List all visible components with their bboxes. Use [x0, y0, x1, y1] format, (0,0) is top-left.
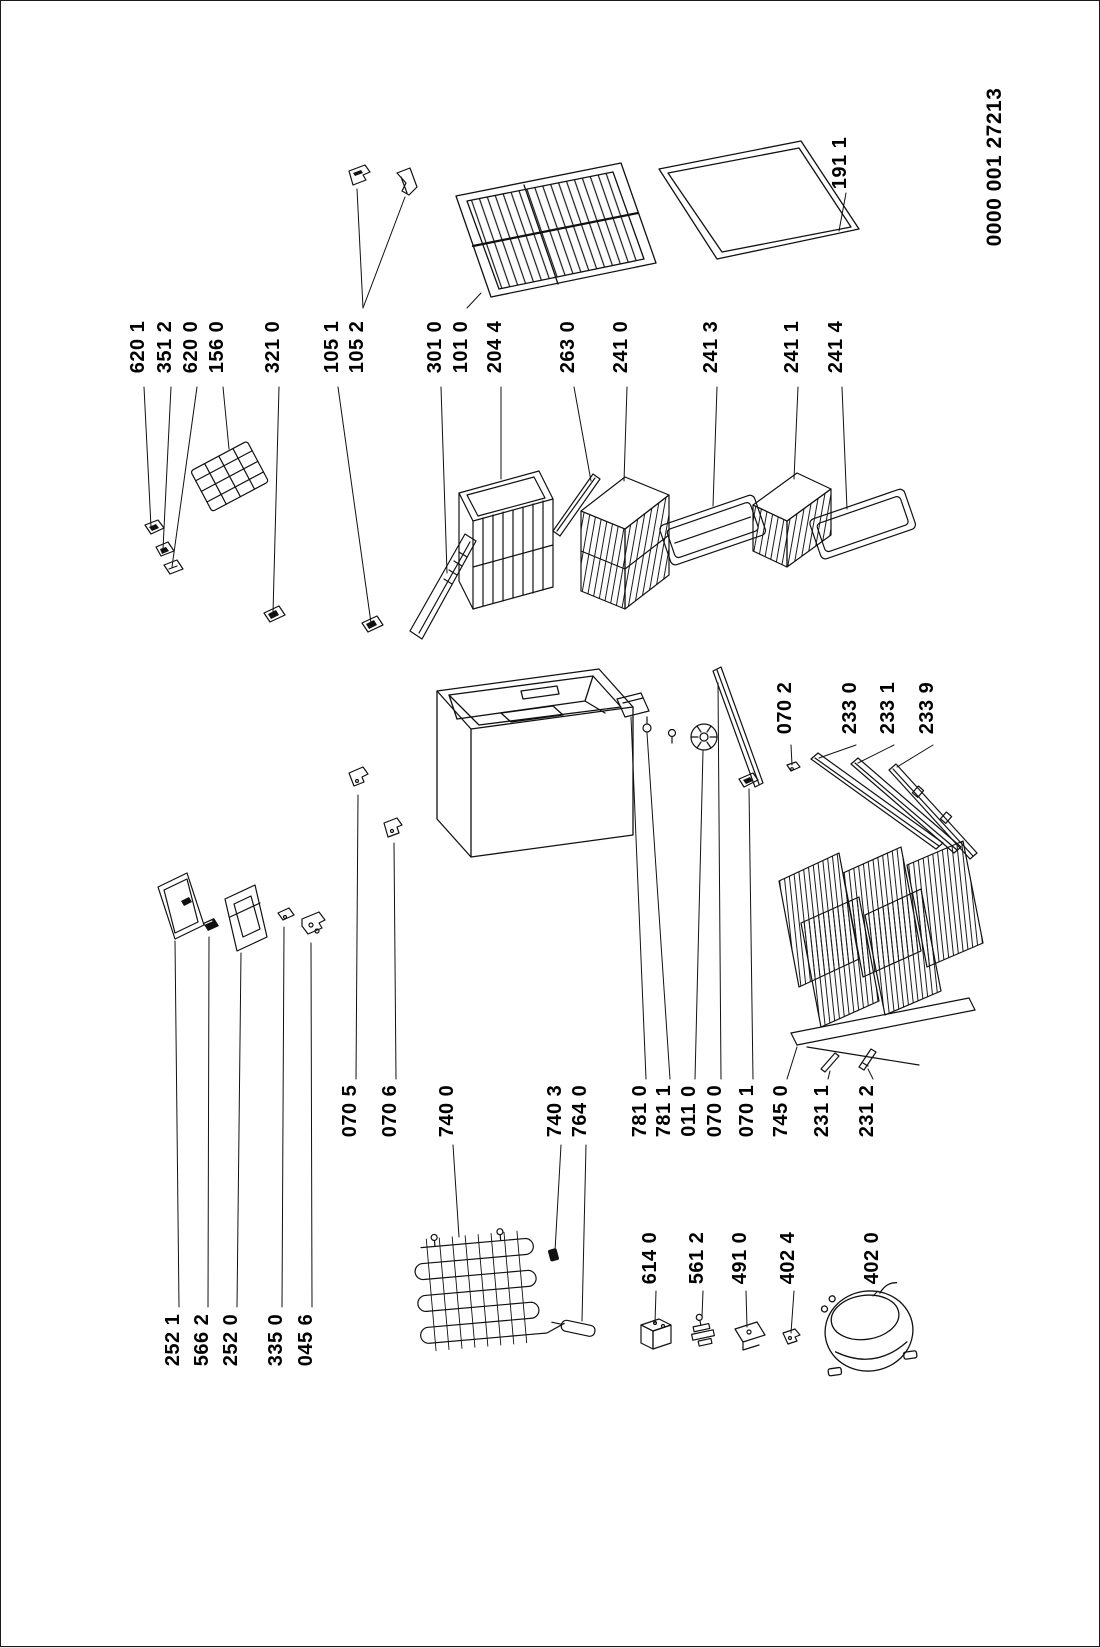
part-745-0-wire-rack	[778, 840, 984, 1066]
part-045-6-bracket	[301, 911, 326, 935]
label-321-0: 321 0	[262, 321, 284, 374]
label-045-6: 045 6	[295, 1314, 317, 1367]
label-241-3: 241 3	[700, 321, 722, 374]
label-351-2: 351 2	[154, 321, 176, 374]
part-252-0-hinge-bracket	[224, 884, 268, 952]
part-566-2-clip	[203, 918, 219, 931]
label-740-3: 740 3	[544, 1085, 566, 1138]
label-263-0: 263 0	[557, 321, 579, 374]
part-105-1-corner-cap	[361, 615, 384, 633]
label-614-0: 614 0	[639, 1232, 661, 1285]
part-101-0-grid-lid	[455, 162, 657, 298]
part-070-6-bracket	[383, 817, 403, 838]
label-070-0: 070 0	[704, 1085, 726, 1138]
label-105-1: 105 1	[321, 321, 343, 374]
label-764-0: 764 0	[569, 1085, 591, 1138]
label-740-0: 740 0	[436, 1085, 458, 1138]
label-241-1: 241 1	[781, 321, 803, 374]
label-011-0: 011 0	[678, 1085, 700, 1136]
label-781-1: 781 1	[653, 1085, 675, 1138]
label-233-1: 233 1	[877, 682, 899, 735]
label-491-0: 491 0	[729, 1232, 751, 1285]
label-566-2: 566 2	[191, 1314, 213, 1367]
part-070-0-corner-trim	[712, 666, 764, 788]
part-241-0-wire-basket	[580, 476, 670, 610]
label-561-2: 561 2	[686, 1232, 708, 1285]
part-156-0-ice-tray	[190, 441, 269, 512]
part-614-0-relay	[640, 1318, 672, 1350]
leader-lines	[143, 188, 934, 1334]
part-labels: 0000 001 27213 191 1 620 1 351 2 620 0 1…	[127, 88, 1006, 1367]
label-105-2: 105 2	[346, 321, 368, 374]
part-105-2-hinge-brackets	[348, 164, 418, 196]
label-252-0: 252 0	[220, 1314, 242, 1367]
label-204-4: 204 4	[484, 320, 506, 373]
label-070-2: 070 2	[774, 682, 796, 735]
label-781-0: 781 0	[629, 1085, 651, 1138]
label-070-5: 070 5	[339, 1085, 361, 1138]
label-070-1: 070 1	[736, 1085, 758, 1138]
part-402-0-compressor	[820, 1282, 918, 1377]
part-231-1-slat	[820, 1052, 840, 1073]
label-241-0: 241 0	[610, 321, 632, 374]
part-cabinet-body	[436, 668, 634, 858]
part-740-3-grommet	[548, 1248, 559, 1262]
label-231-1: 231 1	[811, 1085, 833, 1138]
part-351-2-bushing	[155, 541, 175, 557]
part-233-9-trim-strip	[888, 763, 978, 860]
part-335-0-pin	[277, 907, 295, 921]
part-491-0-bracket	[734, 1321, 766, 1351]
part-764-0-thermostat-bulb	[551, 1319, 596, 1337]
label-335-0: 335 0	[265, 1314, 287, 1367]
label-233-9: 233 9	[916, 682, 938, 735]
part-321-0-corner-cap	[263, 605, 286, 623]
label-233-0: 233 0	[839, 682, 861, 735]
part-070-5-bracket	[348, 766, 369, 787]
part-231-2-slat	[858, 1048, 877, 1071]
part-241-1-wire-basket	[752, 472, 832, 568]
label-101-0: 101 0	[450, 321, 472, 374]
label-156-0: 156 0	[206, 321, 228, 374]
part-204-4-basket	[458, 470, 554, 610]
label-191-1: 191 1	[829, 137, 851, 190]
label-402-4: 402 4	[777, 1231, 799, 1284]
part-241-4-tray	[809, 488, 917, 560]
part-191-1-lid-panel	[658, 140, 860, 260]
label-241-4: 241 4	[825, 320, 847, 373]
part-252-1-cover-plate	[157, 872, 205, 940]
part-620-0-hinge-cap	[163, 559, 184, 575]
label-301-0: 301 0	[424, 321, 446, 374]
part-301-0-slide-rail	[409, 533, 477, 640]
label-402-0: 402 0	[861, 1232, 883, 1285]
part-561-2-fixing-kit	[691, 1313, 715, 1347]
label-620-0: 620 0	[180, 321, 202, 374]
label-745-0: 745 0	[770, 1085, 792, 1138]
part-620-1-hinge-cap	[144, 519, 165, 535]
label-252-1: 252 1	[162, 1314, 184, 1367]
label-070-6: 070 6	[379, 1085, 401, 1138]
part-070-1-corner-cap	[738, 772, 759, 788]
part-070-2-cap	[786, 761, 801, 772]
label-231-2: 231 2	[856, 1085, 878, 1138]
label-620-1: 620 1	[127, 321, 149, 374]
part-263-0-trim-strip	[552, 473, 601, 537]
part-402-4-clip	[782, 1328, 801, 1345]
document-number: 0000 001 27213	[983, 88, 1006, 247]
part-011-0-disc	[667, 723, 718, 751]
part-740-0-condenser-coil	[414, 1228, 565, 1352]
part-781-0-hinge-plate	[616, 692, 652, 733]
part-233-1-trim-strip	[850, 757, 962, 854]
